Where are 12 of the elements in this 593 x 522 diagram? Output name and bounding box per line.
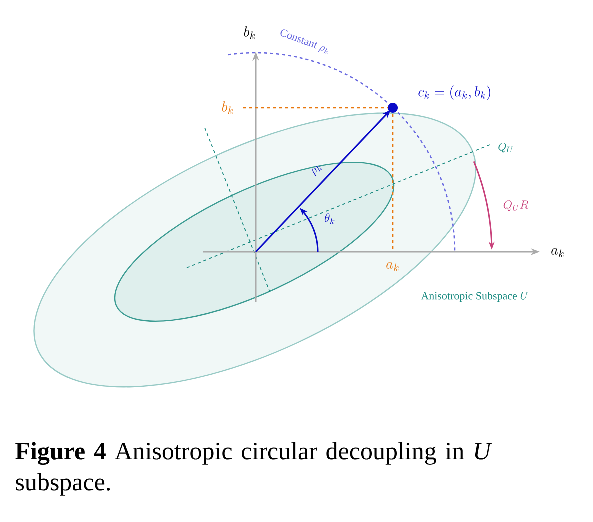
axis-label: $\text{Anisotropic Subspace } U$ [421,292,528,302]
axis-label: $a_k$ [386,262,399,272]
axis-label: $Q_U$ [498,142,514,153]
axis-label: $\theta_k$ [324,214,335,224]
axis-label: $\rho_k$ [312,166,322,177]
axis-label: $b_k$ [244,26,256,40]
axis-label: $Q_U R$ [504,200,529,212]
axis-label: $a_k$ [552,248,564,258]
axis-label: $c_k = (a_k, b_k)$ [418,86,490,100]
axis-label: $b_k$ [222,102,234,114]
figure-caption: Figure 4 Anisotropic circular decoupling in U subspace. [16,442,492,496]
axis-label: $\text{Constant } \rho_k$ [280,30,328,55]
